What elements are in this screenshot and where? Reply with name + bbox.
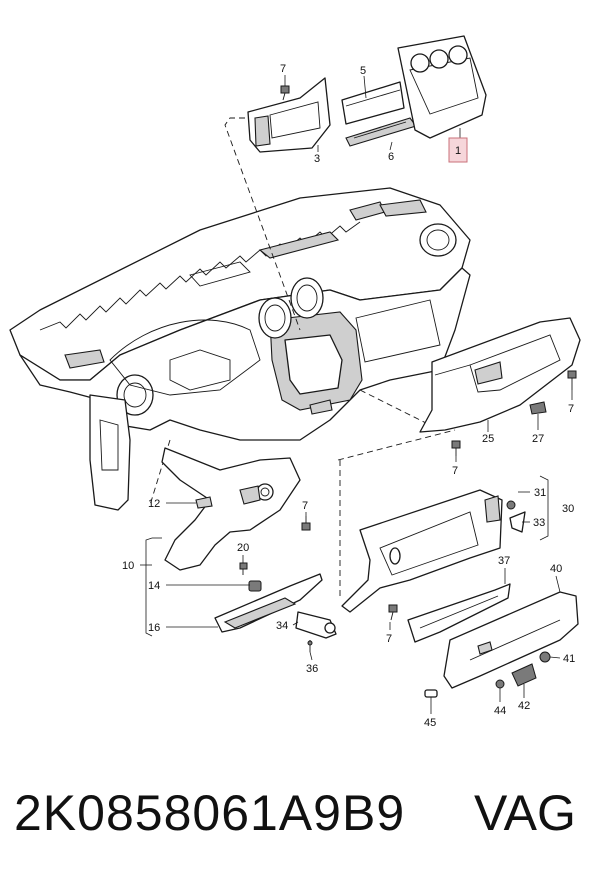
glovebox-lid — [341, 489, 503, 613]
exploded-parts-diagram: 7 5 3 6 1 7 25 27 7 12 7 31 30 33 10 20 … — [9, 35, 581, 729]
callout-33: 33 — [533, 517, 545, 529]
callout-labels: 7 5 3 6 1 7 25 27 7 12 7 31 30 33 10 20 … — [122, 63, 575, 729]
part-34-latch — [295, 611, 337, 639]
callout-5: 5 — [360, 65, 366, 77]
part-number: 2K0858061A9B9 — [14, 785, 406, 841]
callout-20: 20 — [237, 542, 249, 554]
callout-41: 41 — [563, 653, 575, 665]
part-37-tray — [407, 583, 511, 643]
part-25-glovebox-housing — [419, 317, 581, 433]
part-3-bracket — [247, 77, 331, 153]
callout-10: 10 — [122, 560, 134, 572]
callout-31: 31 — [534, 487, 546, 499]
part-5-cover — [341, 81, 405, 125]
part-40-lid-outer — [443, 591, 579, 689]
callout-37: 37 — [498, 555, 510, 567]
part-42-handle — [511, 663, 537, 687]
callout-7: 7 — [568, 403, 574, 415]
callout-34: 34 — [276, 620, 288, 632]
callout-30: 30 — [562, 503, 574, 515]
callout-7: 7 — [452, 465, 458, 477]
callout-7: 7 — [386, 633, 392, 645]
part-10-lower-trim — [161, 447, 301, 571]
screw-icon — [451, 440, 461, 456]
dashboard-panel — [9, 187, 471, 511]
callout-40: 40 — [550, 563, 562, 575]
callout-6: 6 — [388, 151, 394, 163]
part-41-lock — [539, 651, 551, 663]
part-45-bolt — [424, 689, 438, 698]
part-36-pin — [307, 640, 313, 652]
part-1-center-trim-frame — [397, 35, 487, 139]
callout-3: 3 — [314, 153, 320, 165]
callout-14: 14 — [148, 580, 160, 592]
part-6-trim — [345, 117, 417, 147]
callout-36: 36 — [306, 663, 318, 675]
part-44-nut — [495, 679, 505, 689]
part-33-clip — [509, 511, 526, 533]
callout-1-highlight — [448, 137, 468, 163]
callout-12: 12 — [148, 498, 160, 510]
brand-name: VAG — [474, 785, 576, 841]
callout-25: 25 — [482, 433, 494, 445]
screw-icon — [388, 604, 398, 621]
callout-42: 42 — [518, 700, 530, 712]
part-14-switch — [248, 580, 262, 592]
part-31-screw — [506, 500, 516, 510]
part-12-clip — [195, 496, 213, 509]
callout-7: 7 — [280, 63, 286, 75]
part-27-clip — [529, 401, 547, 415]
callout-leaders — [140, 75, 573, 714]
callout-27: 27 — [532, 433, 544, 445]
screw-icon — [567, 370, 577, 390]
callout-7: 7 — [302, 500, 308, 512]
callout-1: 1 — [455, 145, 461, 157]
callout-45: 45 — [424, 717, 436, 729]
callout-16: 16 — [148, 622, 160, 634]
screw-icon — [280, 85, 290, 101]
part-16-knee-trim — [214, 573, 323, 633]
screw-icon — [301, 516, 311, 531]
part-20-screw — [239, 562, 248, 575]
callout-44: 44 — [494, 705, 506, 717]
